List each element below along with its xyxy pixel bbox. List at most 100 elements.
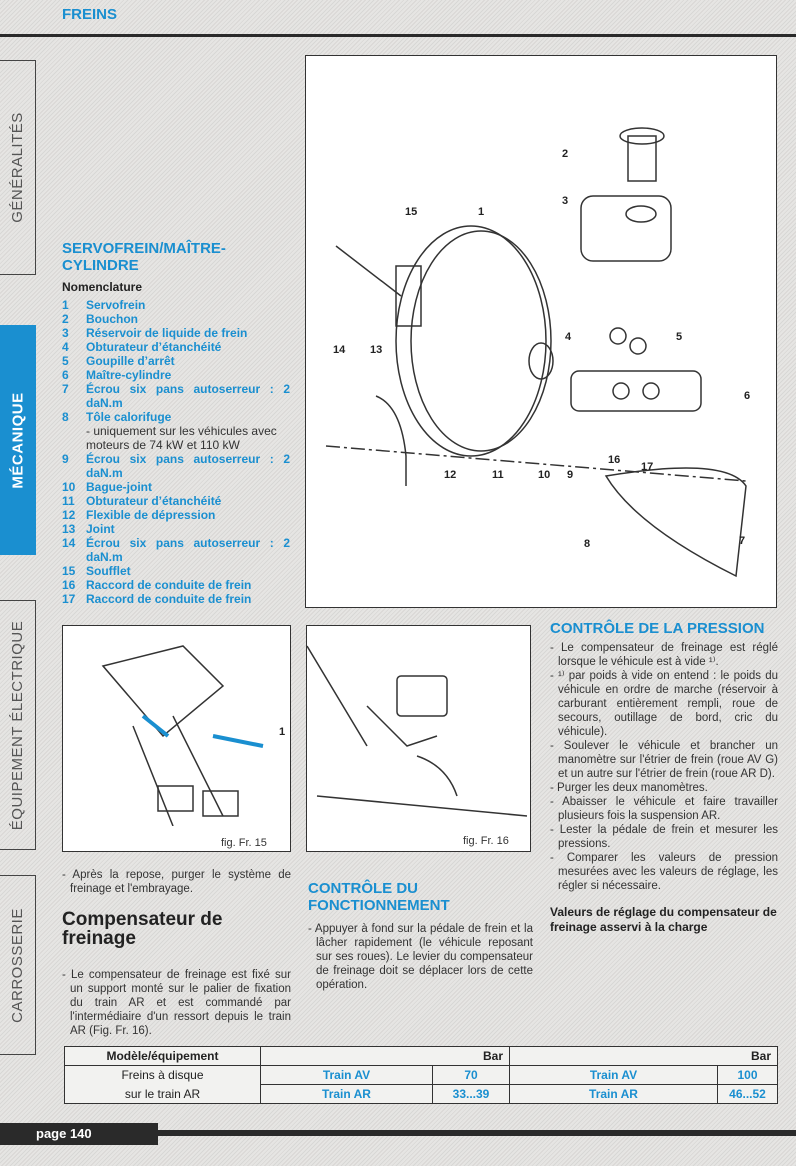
- tab-label: CARROSSERIE: [9, 907, 27, 1023]
- callout-10: 10: [538, 469, 551, 481]
- item-label: Obturateur d’étanchéité: [86, 340, 222, 354]
- nomenclature-item: 6 Maître-cylindre: [62, 368, 290, 382]
- nomenclature-item: 2 Bouchon: [62, 312, 290, 326]
- item-number: 14: [62, 536, 76, 550]
- item-label: Maître-cylindre: [86, 368, 172, 382]
- callout-9: 9: [567, 469, 574, 481]
- item-number: 15: [62, 564, 76, 578]
- nomenclature-item: 15 Soufflet: [62, 564, 290, 578]
- cell-value: 100: [717, 1065, 778, 1085]
- cell-train: Train AV: [509, 1065, 718, 1085]
- valeurs-title: Valeurs de réglage du compensateur de fr…: [550, 905, 777, 934]
- fonctionnement-title: CONTRÔLE DU FONCTIONNEMENT: [308, 880, 450, 914]
- pedal-assembly-drawing: [101, 645, 264, 827]
- pression-step: - Lester la pédale de frein et mesurer l…: [550, 824, 778, 850]
- tab-mecanique[interactable]: MÉCANIQUE: [0, 325, 36, 555]
- pression-step: - Le compensateur de freinage est réglé …: [550, 642, 778, 668]
- callout-4: 4: [565, 331, 572, 343]
- tab-generalites[interactable]: GÉNÉRALITÉS: [0, 60, 36, 275]
- item-number: 2: [62, 312, 69, 326]
- page-number: page 140: [0, 1123, 158, 1145]
- exploded-diagram: 2 3 15 1 4 5 14 13 6 12 11 10 9 16 17 8 …: [305, 55, 777, 608]
- item-number: 6: [62, 368, 69, 382]
- fig15-caption: fig. Fr. 15: [221, 837, 267, 849]
- pression-section: CONTRÔLE DE LA PRESSION - Le compensateu…: [550, 620, 778, 935]
- nomenclature-item: 16 Raccord de conduite de frein: [62, 578, 290, 592]
- callout-16: 16: [608, 454, 621, 466]
- pression-title: CONTRÔLE DE LA PRESSION: [550, 620, 765, 637]
- item-number: 10: [62, 480, 76, 494]
- item-label: Obturateur d’étanchéité: [86, 494, 222, 508]
- left-text-column: - Après la repose, purger le système de …: [62, 868, 291, 1038]
- settings-table: Modèle/équipement Bar Bar Freins à disqu…: [64, 1046, 778, 1104]
- item-label: Bouchon: [86, 312, 138, 326]
- cell-value: 70: [432, 1065, 510, 1085]
- servo-section: SERVOFREIN/MAÎTRE-CYLINDRE Nomenclature …: [62, 240, 290, 606]
- callout-15: 15: [405, 206, 418, 218]
- item-8-note: - uniquement sur les véhicules avec mote…: [86, 424, 277, 452]
- callout-8: 8: [584, 538, 591, 550]
- pression-step: - ¹⁾ par poids à vide on entend : le poi…: [550, 670, 778, 738]
- callout-3: 3: [562, 195, 569, 207]
- tab-label: MÉCANIQUE: [9, 391, 27, 489]
- tab-label: ÉQUIPEMENT ÉLECTRIQUE: [9, 620, 26, 830]
- header-model: Modèle/équipement: [64, 1046, 261, 1066]
- figure-fr-15: 1 fig. Fr. 15: [62, 625, 291, 852]
- item-label: Soufflet: [86, 564, 131, 578]
- item-label: Tôle calorifuge: [86, 410, 172, 424]
- pression-steps: - Le compensateur de freinage est réglé …: [550, 641, 778, 893]
- item-label: Raccord de conduite de frein: [86, 578, 252, 592]
- tab-carrosserie[interactable]: CARROSSERIE: [0, 875, 36, 1055]
- item-number: 16: [62, 578, 76, 592]
- callout-2: 2: [562, 148, 569, 160]
- callout-11: 11: [492, 469, 504, 481]
- item-number: 11: [62, 494, 75, 508]
- fonctionnement-section: CONTRÔLE DU FONCTIONNEMENT - Appuyer à f…: [308, 880, 533, 992]
- brake-servo-drawing: [325, 127, 747, 578]
- callout-6: 6: [744, 390, 751, 402]
- header-bar-2: Bar: [509, 1046, 778, 1066]
- after-repose-text: - Après la repose, purger le système de …: [62, 869, 291, 895]
- tab-label: GÉNÉRALITÉS: [9, 112, 26, 223]
- model-line-2: sur le train AR: [64, 1084, 261, 1104]
- pression-step: - Soulever le véhicule et brancher un ma…: [550, 740, 778, 780]
- fig15-callout-1: 1: [279, 726, 286, 738]
- nomenclature-label: Nomenclature: [62, 280, 143, 294]
- callout-14: 14: [333, 344, 346, 356]
- cell-train: Train AR: [509, 1084, 718, 1104]
- footer-rule: [150, 1130, 796, 1136]
- callout-7: 7: [739, 535, 746, 547]
- item-label: Bague-joint: [86, 480, 152, 494]
- header-rule: [0, 34, 796, 37]
- pression-step: - Abaisser le véhicule et faire travaill…: [550, 796, 778, 822]
- nomenclature-item: 10 Bague-joint: [62, 480, 290, 494]
- model-line-1: Freins à disque: [64, 1065, 261, 1085]
- table-header-row: Modèle/équipement Bar Bar: [64, 1046, 778, 1066]
- item-number: 7: [62, 382, 69, 396]
- callout-1: 1: [478, 206, 485, 218]
- item-label: Écrou six pans autoserreur : 2 daN.m: [86, 452, 290, 480]
- cell-train: Train AR: [260, 1084, 433, 1104]
- compensator-drawing: [306, 645, 528, 817]
- callout-5: 5: [676, 331, 683, 343]
- pression-step: - Purger les deux manomètres.: [550, 782, 708, 794]
- figure-fr-16: fig. Fr. 16: [306, 625, 531, 852]
- callout-13: 13: [370, 344, 383, 356]
- item-label: Flexible de dépression: [86, 508, 216, 522]
- item-number: 5: [62, 354, 69, 368]
- nomenclature-item: 11 Obturateur d’étanchéité: [62, 494, 290, 508]
- tab-equipement-electrique[interactable]: ÉQUIPEMENT ÉLECTRIQUE: [0, 600, 36, 850]
- item-number: 1: [62, 298, 69, 312]
- table-row: sur le train AR Train AR 33...39 Train A…: [64, 1084, 778, 1104]
- item-number: 4: [62, 340, 69, 354]
